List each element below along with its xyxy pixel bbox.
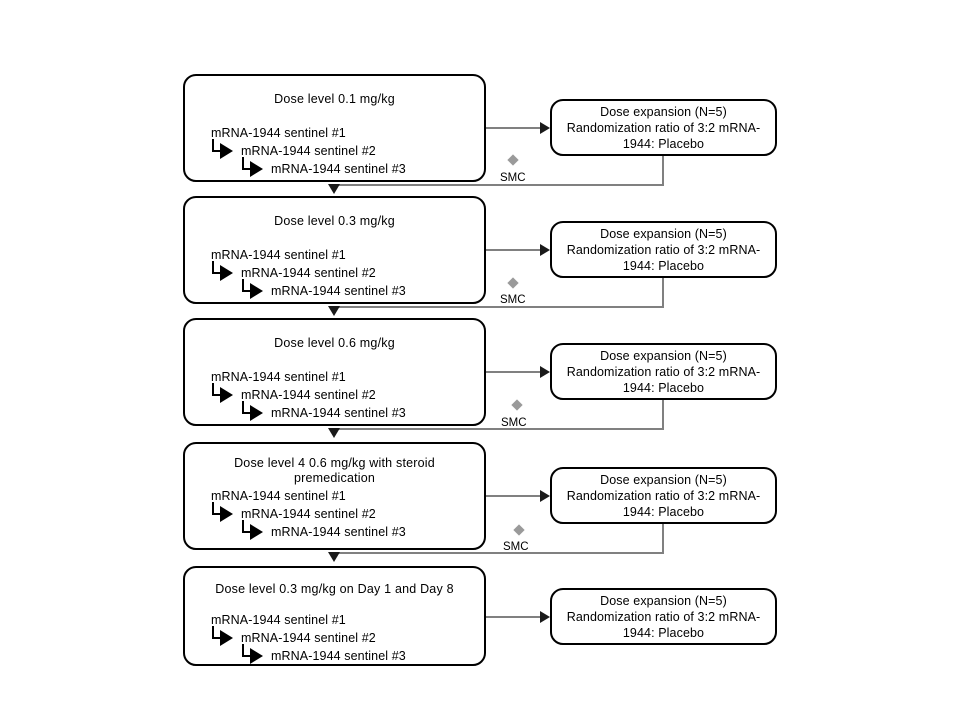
next-dose-level-arrow-icon	[328, 184, 340, 194]
sentinel-1-label: mRNA-1944 sentinel #1	[211, 248, 346, 262]
expansion-down-line	[662, 524, 664, 554]
dose-level-box[interactable]: Dose level 0.3 mg/kg mRNA-1944 sentinel …	[183, 196, 486, 304]
sentinel-1-label: mRNA-1944 sentinel #1	[211, 613, 346, 627]
escalation-to-expansion-line	[486, 249, 542, 251]
dose-expansion-text: Dose expansion (N=5) Randomization ratio…	[566, 593, 761, 640]
smc-label: SMC	[500, 294, 526, 306]
dose-level-title: Dose level 0.6 mg/kg	[274, 336, 395, 350]
expansion-back-line	[333, 428, 664, 430]
sentinel-2-label: mRNA-1944 sentinel #2	[241, 631, 376, 645]
next-dose-level-arrow-icon	[328, 552, 340, 562]
dose-expansion-box[interactable]: Dose expansion (N=5) Randomization ratio…	[550, 467, 777, 524]
next-dose-level-arrow-icon	[328, 428, 340, 438]
dose-level-title: Dose level 0.3 mg/kg on Day 1 and Day 8	[215, 582, 454, 596]
expansion-down-line	[662, 400, 664, 430]
smc-label: SMC	[500, 172, 526, 184]
smc-diamond-icon	[507, 154, 519, 166]
next-dose-level-arrow-icon	[328, 306, 340, 316]
escalation-to-expansion-arrow-icon	[540, 366, 550, 378]
dose-level-box[interactable]: Dose level 0.6 mg/kg mRNA-1944 sentinel …	[183, 318, 486, 426]
sentinel-3-label: mRNA-1944 sentinel #3	[271, 525, 406, 539]
dose-level-box[interactable]: Dose level 0.3 mg/kg on Day 1 and Day 8 …	[183, 566, 486, 666]
escalation-to-expansion-line	[486, 495, 542, 497]
smc-diamond-icon	[507, 277, 519, 289]
sentinel-1-label: mRNA-1944 sentinel #1	[211, 126, 346, 140]
dose-expansion-text: Dose expansion (N=5) Randomization ratio…	[566, 104, 761, 151]
sentinel-3-label: mRNA-1944 sentinel #3	[271, 284, 406, 298]
dose-expansion-box[interactable]: Dose expansion (N=5) Randomization ratio…	[550, 588, 777, 645]
sentinel-3-label: mRNA-1944 sentinel #3	[271, 649, 406, 663]
dose-expansion-text: Dose expansion (N=5) Randomization ratio…	[566, 226, 761, 273]
dose-level-box[interactable]: Dose level 0.1 mg/kg mRNA-1944 sentinel …	[183, 74, 486, 182]
sentinel-1-label: mRNA-1944 sentinel #1	[211, 489, 346, 503]
expansion-down-line	[662, 156, 664, 186]
dose-level-title: Dose level 0.1 mg/kg	[274, 92, 395, 106]
escalation-to-expansion-arrow-icon	[540, 611, 550, 623]
dose-expansion-box[interactable]: Dose expansion (N=5) Randomization ratio…	[550, 99, 777, 156]
sentinel-1-label: mRNA-1944 sentinel #1	[211, 370, 346, 384]
expansion-back-line	[333, 552, 664, 554]
escalation-to-expansion-line	[486, 127, 542, 129]
expansion-down-line	[662, 278, 664, 308]
sentinel-2-label: mRNA-1944 sentinel #2	[241, 144, 376, 158]
sentinel-2-label: mRNA-1944 sentinel #2	[241, 266, 376, 280]
escalation-to-expansion-arrow-icon	[540, 122, 550, 134]
dose-expansion-box[interactable]: Dose expansion (N=5) Randomization ratio…	[550, 221, 777, 278]
dose-expansion-text: Dose expansion (N=5) Randomization ratio…	[566, 472, 761, 519]
dose-level-title: Dose level 4 0.6 mg/kg with steroid prem…	[234, 456, 435, 485]
dose-level-title: Dose level 0.3 mg/kg	[274, 214, 395, 228]
smc-diamond-icon	[511, 399, 523, 411]
dose-expansion-text: Dose expansion (N=5) Randomization ratio…	[566, 348, 761, 395]
sentinel-3-label: mRNA-1944 sentinel #3	[271, 162, 406, 176]
smc-label: SMC	[501, 417, 527, 429]
escalation-to-expansion-arrow-icon	[540, 244, 550, 256]
sentinel-2-label: mRNA-1944 sentinel #2	[241, 388, 376, 402]
escalation-to-expansion-arrow-icon	[540, 490, 550, 502]
escalation-to-expansion-line	[486, 616, 542, 618]
sentinel-3-label: mRNA-1944 sentinel #3	[271, 406, 406, 420]
smc-label: SMC	[503, 541, 529, 553]
escalation-to-expansion-line	[486, 371, 542, 373]
dose-expansion-box[interactable]: Dose expansion (N=5) Randomization ratio…	[550, 343, 777, 400]
expansion-back-line	[333, 306, 664, 308]
sentinel-2-label: mRNA-1944 sentinel #2	[241, 507, 376, 521]
expansion-back-line	[333, 184, 664, 186]
smc-diamond-icon	[513, 524, 525, 536]
dose-level-box[interactable]: Dose level 4 0.6 mg/kg with steroid prem…	[183, 442, 486, 550]
